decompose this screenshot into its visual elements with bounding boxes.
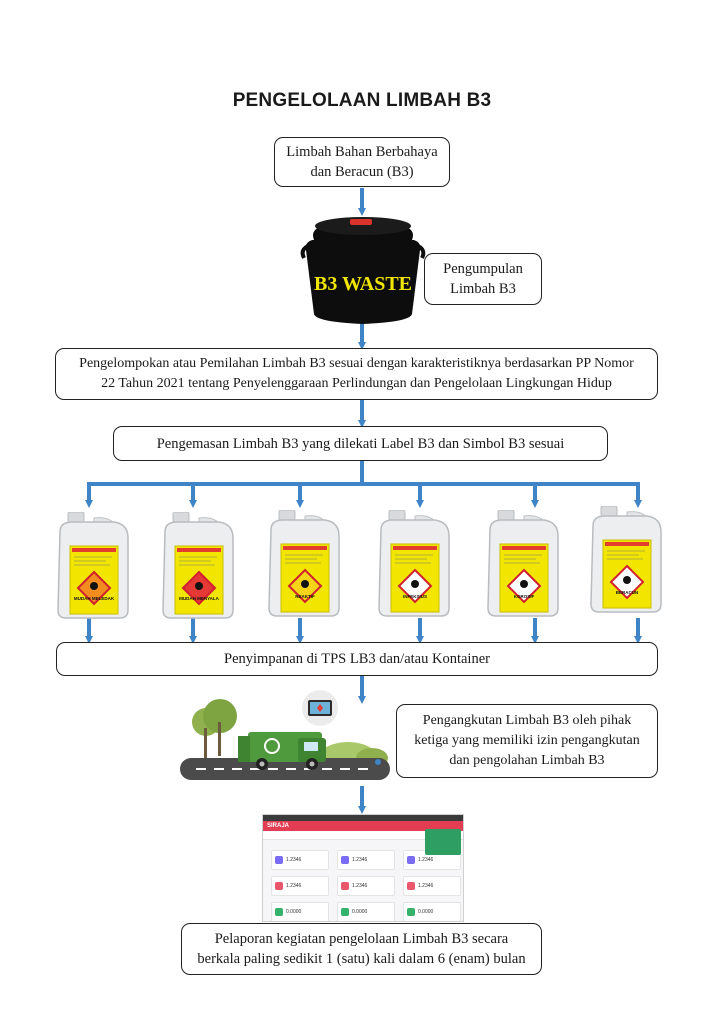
metric-icon (275, 908, 283, 916)
jerrycan-4: INFEKSIUS (378, 510, 450, 617)
metric-grid: 1.2346 1.2346 1.2346 1.2346 1.2346 1.2346 0.00… (263, 840, 463, 921)
jerrycan-1: MUDAH MELEDAK (57, 512, 129, 619)
hazard-label: BERACUN (616, 590, 639, 595)
sorting-line-2: 22 Tahun 2021 tentang Penyelenggaraan Pe… (101, 376, 612, 391)
transport-box: Pengangkutan Limbah B3 oleh pihak ketiga … (396, 704, 658, 778)
hazard-label: MUDAH MELEDAK (74, 596, 115, 601)
source-line-1: Limbah Bahan Berbahaya (286, 144, 438, 160)
metric-value: 1.2346 (418, 857, 434, 863)
drum-label: B3 WASTE (314, 273, 412, 295)
jerrycan-5: KOROSIF (487, 510, 559, 617)
app-name: SIRAJA (267, 823, 290, 829)
metric-value: 0.0000 (352, 909, 368, 915)
metric-value: 1.2346 (286, 857, 302, 863)
metric-icon (275, 882, 283, 890)
metric-icon (341, 908, 349, 916)
jerrycan-3: REAKTIF (268, 510, 340, 617)
source-line-2: dan Beracun (B3) (310, 164, 414, 180)
metric-card: 1.2346 (403, 876, 461, 896)
reporting-box: Pelaporan kegiatan pengelolaan Limbah B3… (181, 923, 542, 975)
app-popup (425, 829, 461, 855)
sorting-box: Pengelompokan atau Pemilahan Limbah B3 s… (55, 348, 658, 400)
road (180, 758, 390, 780)
transport-line-2: ketiga yang memiliki izin pengangkutan (414, 733, 640, 748)
jerrycan-6: BERACUN (590, 506, 662, 613)
transport-line-3: dan pengolahan Limbah B3 (449, 753, 605, 768)
metric-icon (341, 856, 349, 864)
hazard-label: INFEKSIUS (403, 594, 427, 599)
metric-value: 0.0000 (286, 909, 302, 915)
collection-line-2: Limbah B3 (450, 281, 516, 297)
metric-card: 0.0000 (271, 902, 329, 921)
b3-waste-drum: B3 WASTE (300, 217, 426, 324)
collection-line-1: Pengumpulan (443, 261, 523, 277)
metric-icon (407, 856, 415, 864)
source-box: Limbah Bahan Berbahaya dan Beracun (B3) (274, 137, 450, 187)
metric-icon (407, 882, 415, 890)
packaging-text: Pengemasan Limbah B3 yang dilekati Label… (156, 435, 565, 452)
metric-card: 0.0000 (337, 902, 395, 921)
transport-illustration (180, 690, 390, 780)
reporting-line-1: Pelaporan kegiatan pengelolaan Limbah B3… (214, 931, 509, 947)
metric-value: 1.2346 (286, 883, 302, 889)
metric-card: 0.0000 (403, 902, 461, 921)
metric-card: 1.2346 (271, 876, 329, 896)
metric-value: 1.2346 (418, 883, 434, 889)
reporting-line-2: berkala paling sedikit 1 (satu) kali dal… (197, 951, 526, 967)
jerrycan-2: MUDAH MENYALA (162, 512, 234, 619)
hazard-label: KOROSIF (514, 594, 535, 599)
storage-box: Penyimpanan di TPS LB3 dan/atau Kontaine… (56, 642, 658, 676)
metric-value: 0.0000 (418, 909, 434, 915)
hazard-label: REAKTIF (295, 594, 315, 599)
metric-icon (275, 856, 283, 864)
metric-card: 1.2346 (337, 850, 395, 870)
metric-value: 1.2346 (352, 857, 368, 863)
metric-card: 1.2346 (337, 876, 395, 896)
metric-icon (407, 908, 415, 916)
metric-value: 1.2346 (352, 883, 368, 889)
packaging-box: Pengemasan Limbah B3 yang dilekati Label… (113, 426, 608, 461)
metric-card: 1.2346 (271, 850, 329, 870)
page-title: PENGELOLAAN LIMBAH B3 (232, 90, 492, 111)
recycle-icon (264, 738, 280, 754)
metric-icon (341, 882, 349, 890)
transport-line-1: Pengangkutan Limbah B3 oleh pihak (422, 713, 632, 728)
sorting-line-1: Pengelompokan atau Pemilahan Limbah B3 s… (79, 356, 634, 371)
hazard-label: MUDAH MENYALA (179, 596, 220, 601)
storage-text: Penyimpanan di TPS LB3 dan/atau Kontaine… (224, 651, 490, 667)
